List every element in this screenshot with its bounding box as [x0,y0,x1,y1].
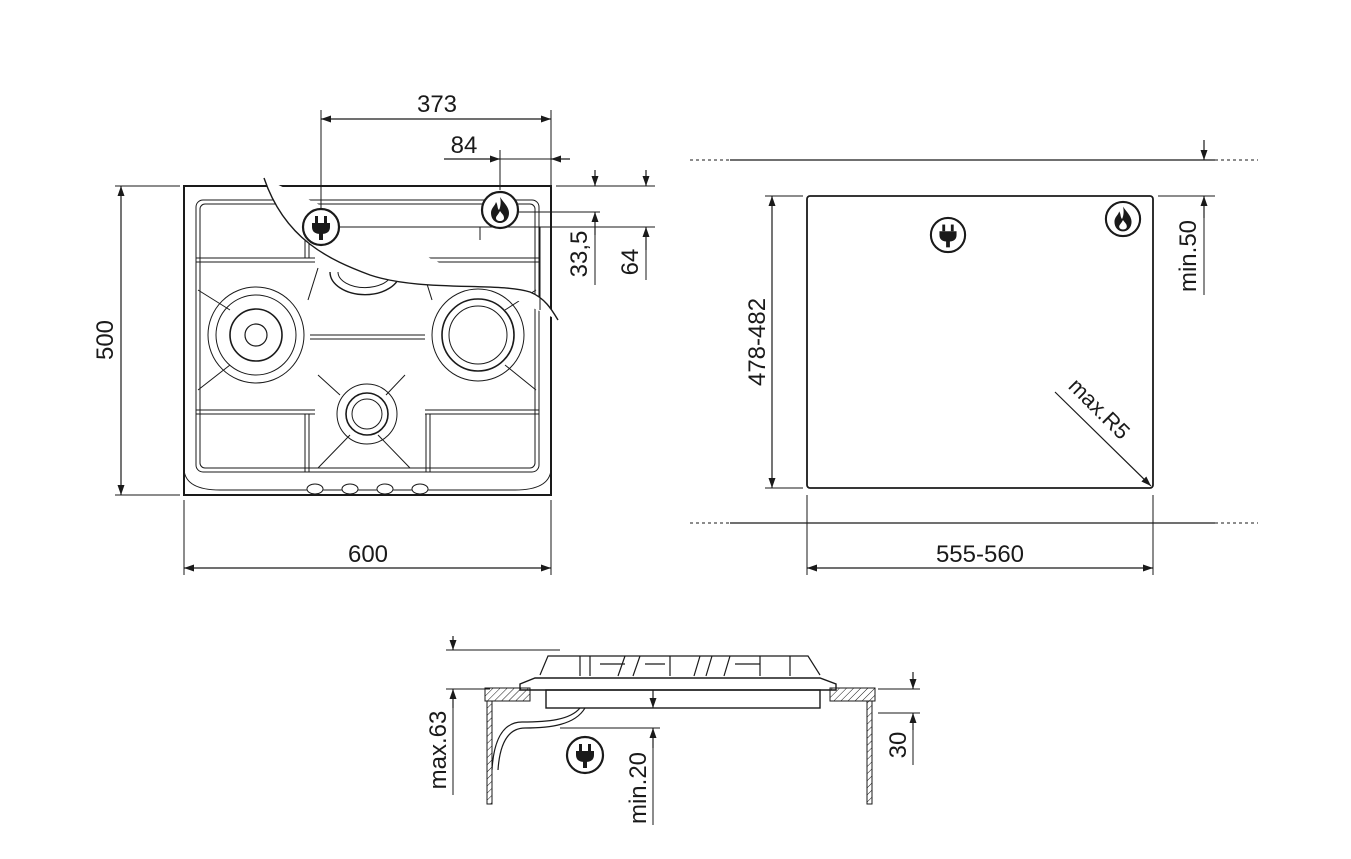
dim-plug-from-top: 64 [617,249,644,276]
side-view [484,655,876,805]
worktop-right [829,687,876,702]
dim-worktop-thickness: 30 [885,732,912,759]
cutout-view-dimensions: 555-560 478-482 min.50 max.R5 [744,140,1215,575]
dim-cutout-depth: 478-482 [744,298,771,386]
pan-supports-side [579,655,791,677]
dim-min-below-clearance: min.20 [625,752,652,824]
dim-gas-from-right: 84 [451,132,478,159]
control-knobs [306,483,429,495]
burner-center-bottom [336,383,398,445]
dim-max-height: max.63 [425,711,452,790]
dim-wall-clearance: min.50 [1175,220,1202,292]
electric-plug-icon [565,735,605,775]
gas-flame-icon [1104,200,1142,238]
dim-gas-from-top: 33,5 [566,231,593,278]
cabinet-wall-right [866,700,873,805]
power-cable [491,707,586,771]
dim-cutout-width: 555-560 [936,541,1024,568]
burner-left [207,286,305,384]
gas-flame-icon [480,190,520,230]
side-view-dimensions: max.63 min.20 30 [425,636,920,825]
dim-hob-depth: 500 [92,320,119,360]
burner-right [431,288,525,382]
hob-top-view [183,177,600,496]
cutout-view [690,159,1258,524]
top-view-dimensions: 600 500 373 84 33,5 64 [92,91,655,575]
cutaway-curve [263,177,559,321]
dim-plug-from-left: 373 [417,91,457,118]
dim-hob-width: 600 [348,541,388,568]
worktop-left [484,687,531,702]
cabinet-wall-left [486,700,493,805]
electric-plug-icon [929,216,967,254]
electric-plug-icon [301,207,341,247]
dim-corner-radius: max.R5 [1064,373,1135,444]
